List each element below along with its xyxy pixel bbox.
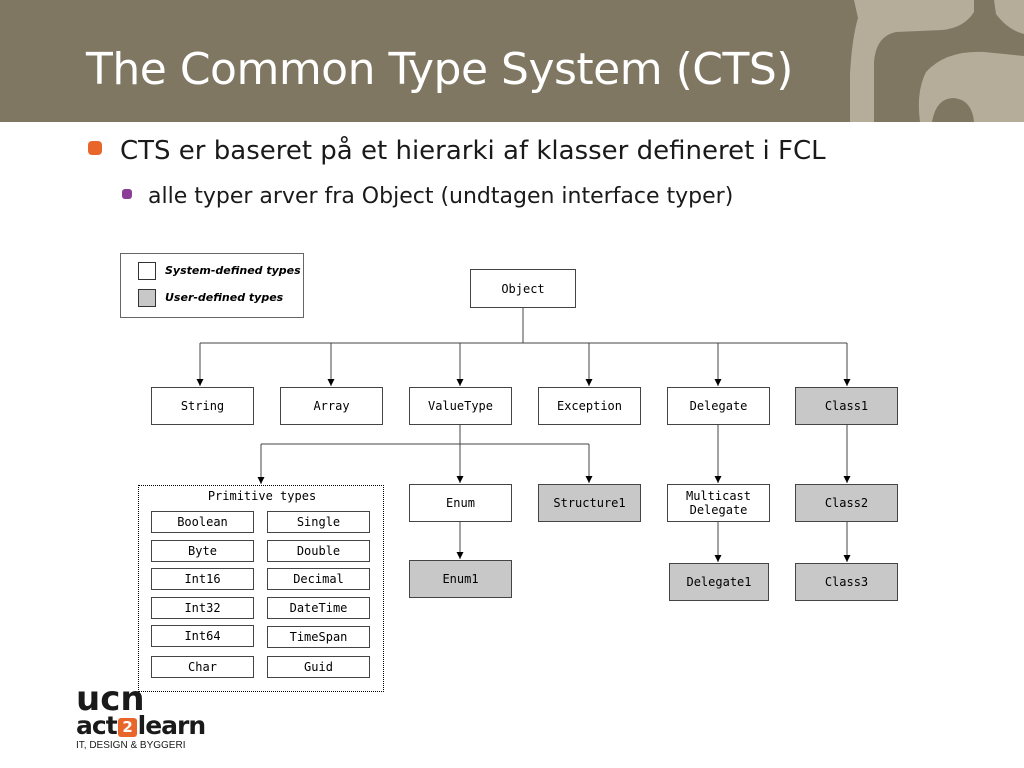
logo-tagline-end: learn	[137, 711, 207, 740]
bullet-level2: alle typer arver fra Object (undtagen in…	[122, 184, 733, 209]
node-datetime: DateTime	[267, 597, 370, 619]
node-delegate: Delegate	[667, 387, 770, 425]
node-exception: Exception	[538, 387, 641, 425]
bullet-marker-purple	[122, 189, 132, 199]
node-structure1: Structure1	[538, 484, 641, 522]
node-multicast-delegate: Multicast Delegate	[667, 484, 770, 522]
node-char: Char	[151, 656, 254, 678]
legend-user-row: User-defined types	[138, 289, 283, 307]
node-class3: Class3	[795, 563, 898, 601]
node-timespan: TimeSpan	[267, 626, 370, 648]
ucn-mark-text: ucn	[76, 684, 145, 714]
legend-system-label: System-defined types	[165, 264, 301, 277]
node-byte: Byte	[151, 540, 254, 562]
node-single: Single	[267, 511, 370, 533]
primitive-types-group: Primitive types	[138, 485, 384, 692]
node-enum: Enum	[409, 484, 512, 522]
node-class1: Class1	[795, 387, 898, 425]
node-valuetype: ValueType	[409, 387, 512, 425]
logo-subtitle: IT, DESIGN & BYGGERI	[76, 740, 186, 751]
bullet-text: CTS er baseret på et hierarki af klasser…	[120, 136, 826, 166]
slide-header: The Common Type System (CTS)	[0, 0, 1024, 122]
bullet-level1: CTS er baseret på et hierarki af klasser…	[88, 136, 826, 166]
legend-swatch-system	[138, 262, 156, 280]
primitive-types-title: Primitive types	[207, 489, 317, 503]
node-boolean: Boolean	[151, 511, 254, 533]
diagram-legend: System-defined types User-defined types	[120, 253, 304, 318]
node-string: String	[151, 387, 254, 425]
node-int64: Int64	[151, 625, 254, 647]
legend-user-label: User-defined types	[165, 291, 284, 304]
node-double: Double	[267, 540, 370, 562]
bullet-marker-orange	[88, 141, 102, 155]
decorative-shapes	[850, 0, 1024, 122]
node-guid: Guid	[267, 656, 370, 678]
logo-number-badge: 2	[117, 718, 137, 737]
slide-title: The Common Type System (CTS)	[86, 44, 793, 95]
bullet-text: alle typer arver fra Object (undtagen in…	[148, 184, 734, 209]
logo-tagline-start: act	[76, 711, 118, 740]
node-int32: Int32	[151, 597, 254, 619]
node-object: Object	[470, 269, 576, 308]
node-array: Array	[280, 387, 383, 425]
node-enum1: Enum1	[409, 560, 512, 598]
legend-system-row: System-defined types	[138, 262, 301, 280]
node-int16: Int16	[151, 568, 254, 590]
legend-swatch-user	[138, 289, 156, 307]
ucn-mark: ucn	[76, 684, 145, 714]
node-delegate1: Delegate1	[669, 563, 769, 601]
node-class2: Class2	[795, 484, 898, 522]
node-decimal: Decimal	[267, 568, 370, 590]
